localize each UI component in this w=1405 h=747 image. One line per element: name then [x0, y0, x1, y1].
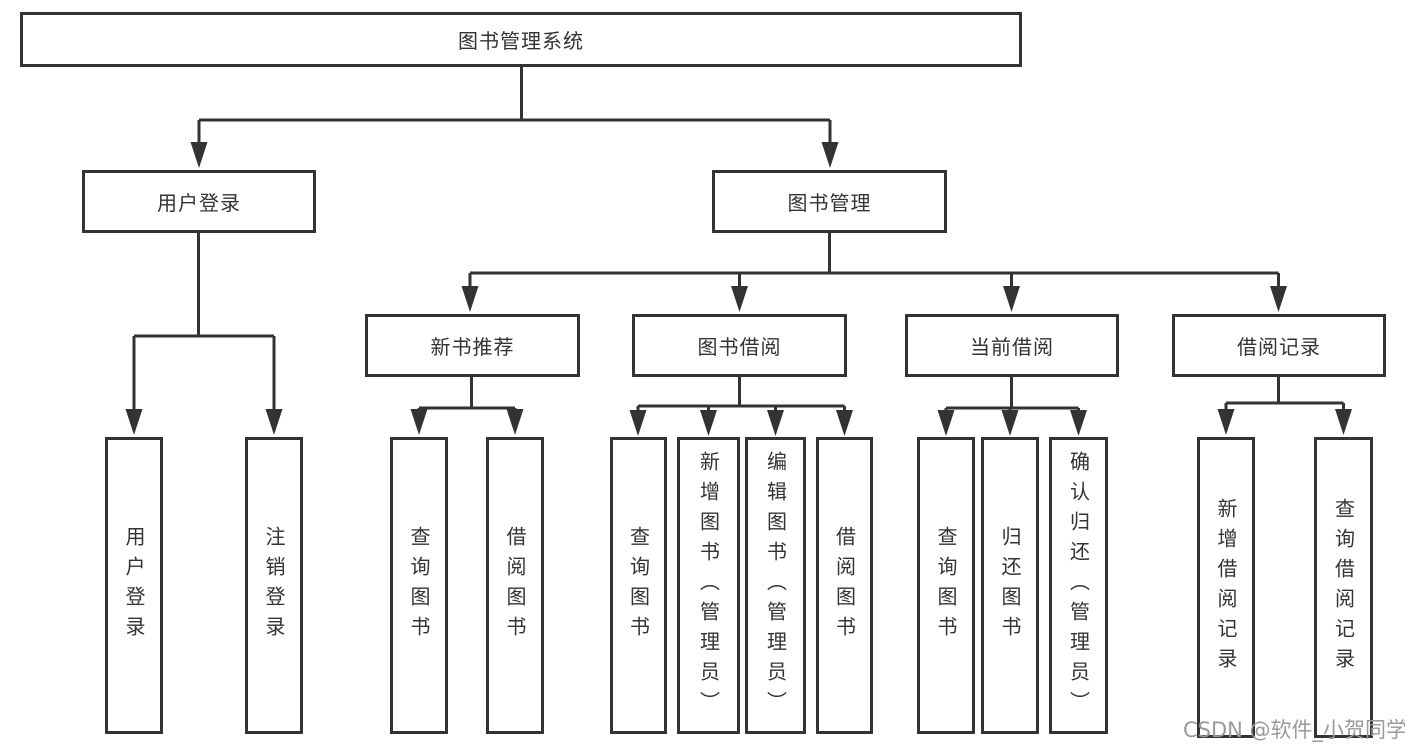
leaf-query-books-current: 查询图书: [917, 437, 975, 734]
leaf-logout: 注销登录: [245, 437, 303, 734]
arrowhead-icon: [767, 410, 784, 436]
connector-root-to-level2: [197, 66, 832, 150]
watermark: CSDN @软件_小贺同学: [1183, 718, 1405, 742]
arrowhead-icon: [265, 409, 283, 435]
arrowhead-icon: [461, 286, 479, 312]
leaf-edit-book-admin: 编辑图书（管理员）: [745, 437, 806, 734]
arrowhead-icon: [821, 142, 839, 168]
leaf-query-borrow-record: 查询借阅记录: [1314, 437, 1373, 738]
arrowhead-icon: [125, 409, 143, 435]
arrowhead-icon: [190, 142, 208, 168]
arrowhead-icon: [506, 409, 524, 435]
node-book-management: 图书管理: [712, 170, 947, 233]
connector-new-book-group: [417, 377, 517, 418]
node-book-borrow: 图书借阅: [632, 314, 847, 377]
leaf-borrow-books: 借阅图书: [816, 437, 873, 734]
leaf-query-books-borrow: 查询图书: [610, 437, 667, 734]
node-new-book-recommend: 新书推荐: [365, 314, 580, 377]
arrowhead-icon: [1217, 409, 1235, 435]
node-borrow-records: 借阅记录: [1172, 314, 1386, 377]
connector-lines: [132, 66, 1345, 419]
arrowhead-icon: [1270, 286, 1287, 312]
arrowhead-icon: [1070, 410, 1087, 436]
arrowhead-icon: [629, 410, 647, 436]
arrowhead-icon: [700, 410, 717, 436]
arrowhead-icon: [836, 410, 853, 436]
leaf-borrow-books-recommend: 借阅图书: [486, 437, 544, 734]
leaf-user-login: 用户登录: [105, 437, 163, 734]
connector-borrow-record-group: [1224, 377, 1345, 418]
arrowheads: [125, 142, 1352, 436]
arrowhead-icon: [1003, 286, 1020, 312]
leaf-return-book: 归还图书: [981, 437, 1039, 734]
connector-book-borrow-group: [636, 377, 846, 419]
leaf-add-borrow-record: 新增借阅记录: [1197, 437, 1255, 738]
arrowhead-icon: [1335, 409, 1352, 435]
leaf-query-books-recommend: 查询图书: [390, 437, 448, 734]
leaf-add-book-admin: 新增图书（管理员）: [677, 437, 740, 734]
arrowhead-icon: [410, 409, 428, 435]
node-root: 图书管理系统: [20, 12, 1022, 67]
arrowhead-icon: [1001, 410, 1019, 436]
connector-user-login-group: [132, 233, 276, 418]
node-current-borrow: 当前借阅: [905, 314, 1119, 377]
leaf-confirm-return-admin: 确认归还（管理员）: [1049, 437, 1108, 734]
node-user-login: 用户登录: [82, 170, 316, 233]
arrowhead-icon: [731, 286, 748, 312]
arrowhead-icon: [937, 410, 955, 436]
connector-book-management-to-level3: [468, 233, 1280, 295]
